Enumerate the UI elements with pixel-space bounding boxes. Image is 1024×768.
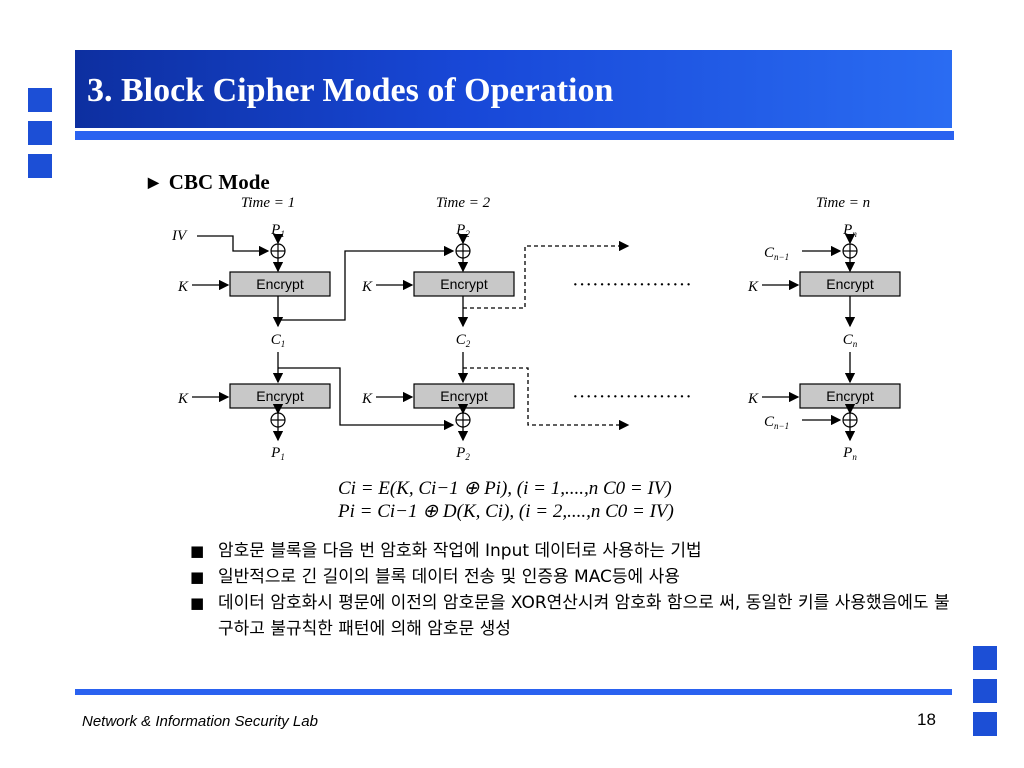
square-bullet-icon: ■ — [190, 542, 205, 560]
iv-label: IV — [171, 228, 188, 244]
list-item: ■ 암호문 블록을 다음 번 암호화 작업에 Input 데이터로 사용하는 기법 — [190, 538, 950, 564]
plaintext-label: P1 — [270, 222, 285, 239]
ellipsis: ·················· — [572, 386, 692, 408]
time-label: Time = 1 — [241, 195, 295, 211]
key-label: K — [361, 391, 373, 407]
list-item: ■ 데이터 암호화시 평문에 이전의 암호문을 XOR연산시켜 암호화 함으로 써… — [190, 590, 950, 642]
time-label: Time = n — [816, 195, 870, 211]
ciphertext-label: Cn — [843, 332, 858, 349]
square-bullet-icon: ■ — [190, 594, 205, 612]
dashed-chain-arrow — [463, 367, 630, 431]
encrypt-formula: Ci = E(K, Ci−1 ⊕ Pi), (i = 1,....,n C0 =… — [338, 478, 672, 499]
footer-line — [75, 689, 952, 695]
encrypt-box-label: Encrypt — [826, 276, 874, 292]
key-label: K — [361, 279, 373, 295]
footer-text: Network & Information Security Lab — [82, 713, 318, 730]
note-text: 일반적으로 긴 길이의 블록 데이터 전송 및 인증용 MAC등에 사용 — [218, 567, 680, 587]
decor-square — [28, 88, 52, 112]
encrypt-box-label: Encrypt — [826, 388, 874, 404]
note-text: 데이터 암호화시 평문에 이전의 암호문을 XOR연산시켜 암호화 함으로 써,… — [218, 593, 950, 639]
iv-arrow — [197, 235, 270, 257]
decor-square — [28, 154, 52, 178]
slide-title: 3. Block Cipher Modes of Operation — [87, 72, 614, 109]
key-label: K — [177, 391, 189, 407]
encrypt-box-label: Encrypt — [440, 388, 488, 404]
key-label: K — [747, 279, 759, 295]
page-number: 18 — [917, 710, 936, 729]
main-bullet-text: CBC Mode — [168, 170, 270, 194]
prev-cipher-label: Cn−1 — [764, 245, 789, 262]
main-bullet: ▶ CBC Mode — [148, 170, 270, 195]
title-underline — [75, 131, 954, 140]
encrypt-box — [229, 271, 331, 297]
square-bullet-icon: ■ — [190, 568, 205, 586]
decor-square — [973, 646, 997, 670]
plaintext-label: Pn — [842, 222, 857, 239]
ciphertext-label: C1 — [271, 332, 286, 349]
note-text: 암호문 블록을 다음 번 암호화 작업에 Input 데이터로 사용하는 기법 — [218, 541, 702, 561]
decor-square — [973, 712, 997, 736]
plaintext-label: Pn — [842, 445, 857, 462]
triangle-bullet-icon: ▶ — [148, 176, 159, 191]
decor-square — [28, 121, 52, 145]
plaintext-label: P2 — [455, 445, 470, 462]
encrypt-box-label: Encrypt — [440, 276, 488, 292]
decor-square — [973, 679, 997, 703]
key-label: K — [177, 279, 189, 295]
decrypt-formula: Pi = Ci−1 ⊕ D(K, Ci), (i = 2,....,n C0 =… — [338, 501, 674, 522]
encrypt-box-label: Encrypt — [256, 276, 304, 292]
title-bar: 3. Block Cipher Modes of Operation — [75, 50, 952, 128]
encrypt-box-label: Encrypt — [256, 388, 304, 404]
time-label: Time = 2 — [436, 195, 491, 211]
list-item: ■ 일반적으로 긴 길이의 블록 데이터 전송 및 인증용 MAC등에 사용 — [190, 564, 950, 590]
encrypt-box — [413, 271, 515, 297]
plaintext-label: P2 — [455, 222, 470, 239]
prev-cipher-label: Cn−1 — [764, 414, 789, 431]
ellipsis: ·················· — [572, 274, 692, 296]
chain-arrow — [278, 245, 455, 321]
encrypt-box — [799, 271, 901, 297]
notes-list: ■ 암호문 블록을 다음 번 암호화 작업에 Input 데이터로 사용하는 기법… — [190, 538, 950, 642]
key-label: K — [747, 391, 759, 407]
chain-arrow — [278, 367, 455, 431]
dashed-chain-arrow — [463, 240, 630, 309]
plaintext-label: P1 — [270, 445, 285, 462]
ciphertext-label: C2 — [456, 332, 471, 349]
